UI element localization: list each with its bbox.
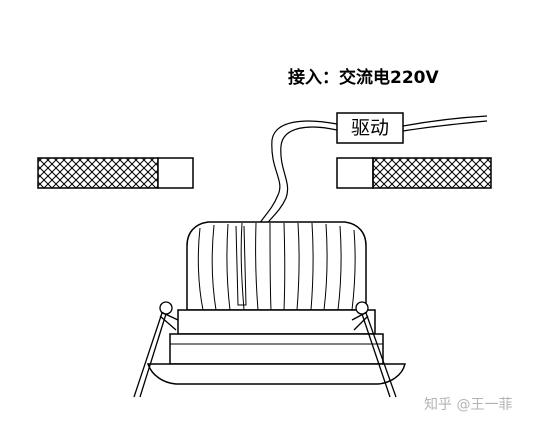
spring-clip-left: [133, 301, 179, 398]
ceiling-board-left: [37, 157, 194, 189]
mounting-ring: [146, 309, 406, 385]
heat-sink: [186, 221, 367, 311]
output-wire: [257, 120, 338, 229]
driver-label: 驱动: [350, 117, 389, 139]
ceiling-board-right: [336, 157, 492, 189]
driver-box: [336, 112, 404, 144]
spring-clip-right: [351, 301, 397, 398]
power-supply-label: 接入：交流电220V: [288, 68, 439, 88]
input-wire: [402, 115, 488, 132]
watermark-text: 知乎 @王一菲: [424, 397, 513, 413]
